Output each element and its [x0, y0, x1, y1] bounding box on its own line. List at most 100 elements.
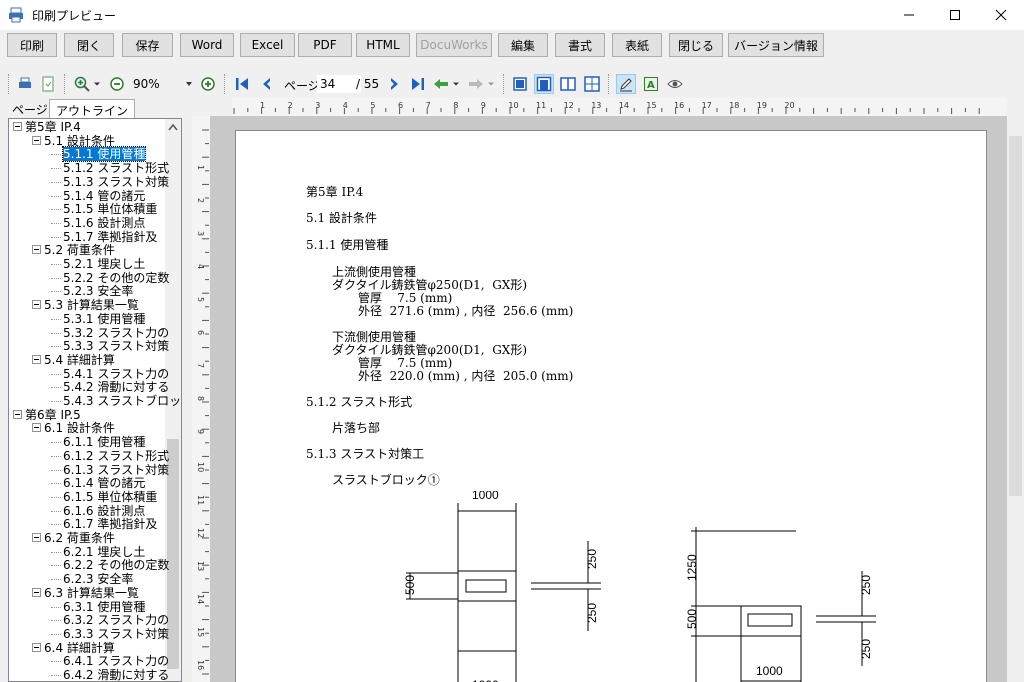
tree-item[interactable]: 5.1.4 管の諸元	[51, 189, 145, 204]
multi-page-view-icon[interactable]	[582, 74, 602, 94]
tree-item[interactable]: 5.2.2 その他の定数	[51, 271, 169, 286]
tree-item[interactable]: 5.1 設計条件	[32, 134, 115, 149]
close-button[interactable]	[978, 0, 1024, 30]
tree-item[interactable]: 5.2.3 安全率	[51, 285, 133, 299]
tree-item[interactable]: 6.1.3 スラスト対策	[51, 463, 169, 478]
tree-item[interactable]: 5.3.3 スラスト対策	[51, 339, 169, 354]
forward-dropdown-arrow-icon[interactable]	[486, 74, 496, 94]
collapse-toggle-icon[interactable]	[32, 300, 41, 310]
tree-scrollbar-thumb[interactable]	[167, 439, 179, 669]
tree-item[interactable]: 6.4.2 滑動に対する	[51, 668, 169, 681]
edit-button[interactable]: 編集	[498, 33, 548, 57]
tree-item[interactable]: 5.1.6 設計測点	[51, 216, 145, 231]
tree-item[interactable]: 6.4.1 スラスト力の	[51, 654, 169, 669]
close-preview-button[interactable]: 閉じる	[669, 33, 723, 57]
collapse-toggle-icon[interactable]	[32, 642, 41, 652]
text-tool-icon[interactable]: A	[641, 74, 661, 94]
tree-item[interactable]: 6.1.5 単位体積重	[51, 490, 157, 505]
previous-page-icon[interactable]	[257, 74, 277, 94]
tab-outline[interactable]: アウトライン	[49, 99, 136, 118]
tree-item[interactable]: 第6章 IP.5	[13, 408, 81, 423]
format-button[interactable]: 書式	[555, 33, 605, 57]
tree-item[interactable]: 6.2.2 その他の定数	[51, 559, 169, 573]
page-setup-icon[interactable]	[38, 74, 58, 94]
tree-item[interactable]: 6.1.2 スラスト形式	[51, 449, 169, 464]
open-button[interactable]: 閉く	[64, 33, 114, 57]
page-width-view-icon[interactable]	[534, 74, 554, 94]
excel-export-button[interactable]: Excel	[240, 33, 295, 57]
docuworks-export-button[interactable]: DocuWorks	[416, 33, 492, 57]
collapse-toggle-icon[interactable]	[32, 245, 41, 255]
scroll-up-arrow-icon[interactable]	[168, 123, 178, 131]
maximize-button[interactable]	[932, 0, 978, 30]
two-page-view-icon[interactable]	[558, 74, 578, 94]
version-info-button[interactable]: バージョン情報	[728, 33, 824, 57]
tree-item[interactable]: 6.1.6 設計測点	[51, 504, 145, 519]
tree-item[interactable]: 6.4 詳細計算	[32, 641, 115, 656]
html-export-button[interactable]: HTML	[356, 33, 410, 57]
cover-button[interactable]: 表紙	[612, 33, 662, 57]
collapse-toggle-icon[interactable]	[13, 122, 22, 131]
tree-item[interactable]: 第5章 IP.4	[13, 120, 81, 135]
tree-item[interactable]: 5.2.1 埋戻し土	[51, 257, 145, 272]
tree-item[interactable]: 5.2 荷重条件	[32, 243, 115, 258]
collapse-toggle-icon[interactable]	[32, 135, 41, 145]
tab-pages[interactable]: ページ	[12, 103, 48, 117]
zoom-plus-icon[interactable]	[198, 74, 218, 94]
tree-item[interactable]: 5.3 計算結果一覧	[32, 298, 139, 313]
tree-item[interactable]: 6.2.3 安全率	[51, 572, 133, 587]
print-button[interactable]: 印刷	[7, 33, 57, 57]
tree-item[interactable]: 6.1.1 使用管種	[51, 435, 145, 450]
tree-item[interactable]: 6.1.4 管の諸元	[51, 476, 145, 491]
tree-item[interactable]: 5.3.1 使用管種	[51, 312, 145, 327]
collapse-toggle-icon[interactable]	[13, 409, 22, 419]
save-button[interactable]: 保存	[122, 33, 173, 57]
preview-scrollbar-thumb[interactable]	[1009, 136, 1022, 496]
collapse-toggle-icon[interactable]	[32, 423, 41, 433]
tree-item[interactable]: 5.1.3 スラスト対策	[51, 175, 169, 190]
zoom-select[interactable]: 90%	[133, 77, 160, 91]
tree-item[interactable]: 5.4.1 スラスト力の	[51, 367, 169, 382]
preview-area[interactable]: 第5章 IP.4 5.1 設計条件 5.1.1 使用管種 上流側使用管種 ダクタ…	[210, 116, 1007, 682]
word-export-button[interactable]: Word	[180, 33, 234, 57]
minimize-button[interactable]	[886, 0, 932, 30]
tree-item[interactable]: 5.3.2 スラスト力の	[51, 326, 169, 341]
collapse-toggle-icon[interactable]	[32, 354, 41, 364]
tree-item[interactable]: 5.1.7 準拠指針及	[51, 230, 157, 245]
tree-item[interactable]: 6.3.1 使用管種	[51, 600, 145, 615]
zoom-out-icon[interactable]	[107, 74, 127, 94]
page-number-input[interactable]: 34	[317, 75, 361, 93]
ruler-label: 14	[619, 101, 629, 110]
tree-item[interactable]: 5.4 詳細計算	[32, 353, 115, 368]
forward-arrow-icon[interactable]	[466, 74, 486, 94]
last-page-icon[interactable]	[408, 74, 428, 94]
back-arrow-icon[interactable]	[431, 74, 451, 94]
pdf-export-button[interactable]: PDF	[298, 33, 352, 57]
tree-item[interactable]: 6.1.7 準拠指針及	[51, 517, 157, 532]
zoom-in-icon[interactable]	[72, 74, 92, 94]
first-page-icon[interactable]	[232, 74, 252, 94]
back-dropdown-arrow-icon[interactable]	[451, 74, 461, 94]
view-eye-icon[interactable]	[665, 74, 685, 94]
pen-tool-icon[interactable]	[616, 74, 636, 94]
tree-item[interactable]: 6.3 計算結果一覧	[32, 586, 139, 601]
tree-item[interactable]: 6.2.1 埋戻し土	[51, 545, 145, 560]
tree-item[interactable]: 5.4.2 滑動に対する	[51, 380, 169, 395]
collapse-toggle-icon[interactable]	[32, 533, 41, 542]
tree-item[interactable]: 6.3.3 スラスト対策	[51, 627, 169, 642]
preview-vertical-scrollbar[interactable]	[1007, 116, 1024, 682]
tree-item[interactable]: 5.1.1 使用管種	[51, 146, 147, 163]
tree-item[interactable]: 6.3.2 スラスト力の	[51, 613, 169, 628]
collapse-toggle-icon[interactable]	[32, 587, 41, 597]
tree-item[interactable]: 5.1.2 スラスト形式	[51, 161, 169, 176]
tree-item[interactable]: 6.2 荷重条件	[32, 531, 115, 546]
zoom-dropdown-arrow-icon[interactable]	[92, 74, 102, 94]
next-page-icon[interactable]	[384, 74, 404, 94]
tree-item[interactable]: 5.4.3 スラストブロッ	[51, 394, 181, 409]
single-page-view-icon[interactable]	[510, 74, 530, 94]
tree-item[interactable]: 5.1.5 単位体積重	[51, 202, 157, 217]
zoom-select-arrow-icon[interactable]	[186, 82, 192, 86]
tree-scrollbar[interactable]	[165, 119, 181, 681]
printer-setup-icon[interactable]	[15, 74, 35, 94]
tree-item[interactable]: 6.1 設計条件	[32, 422, 115, 436]
